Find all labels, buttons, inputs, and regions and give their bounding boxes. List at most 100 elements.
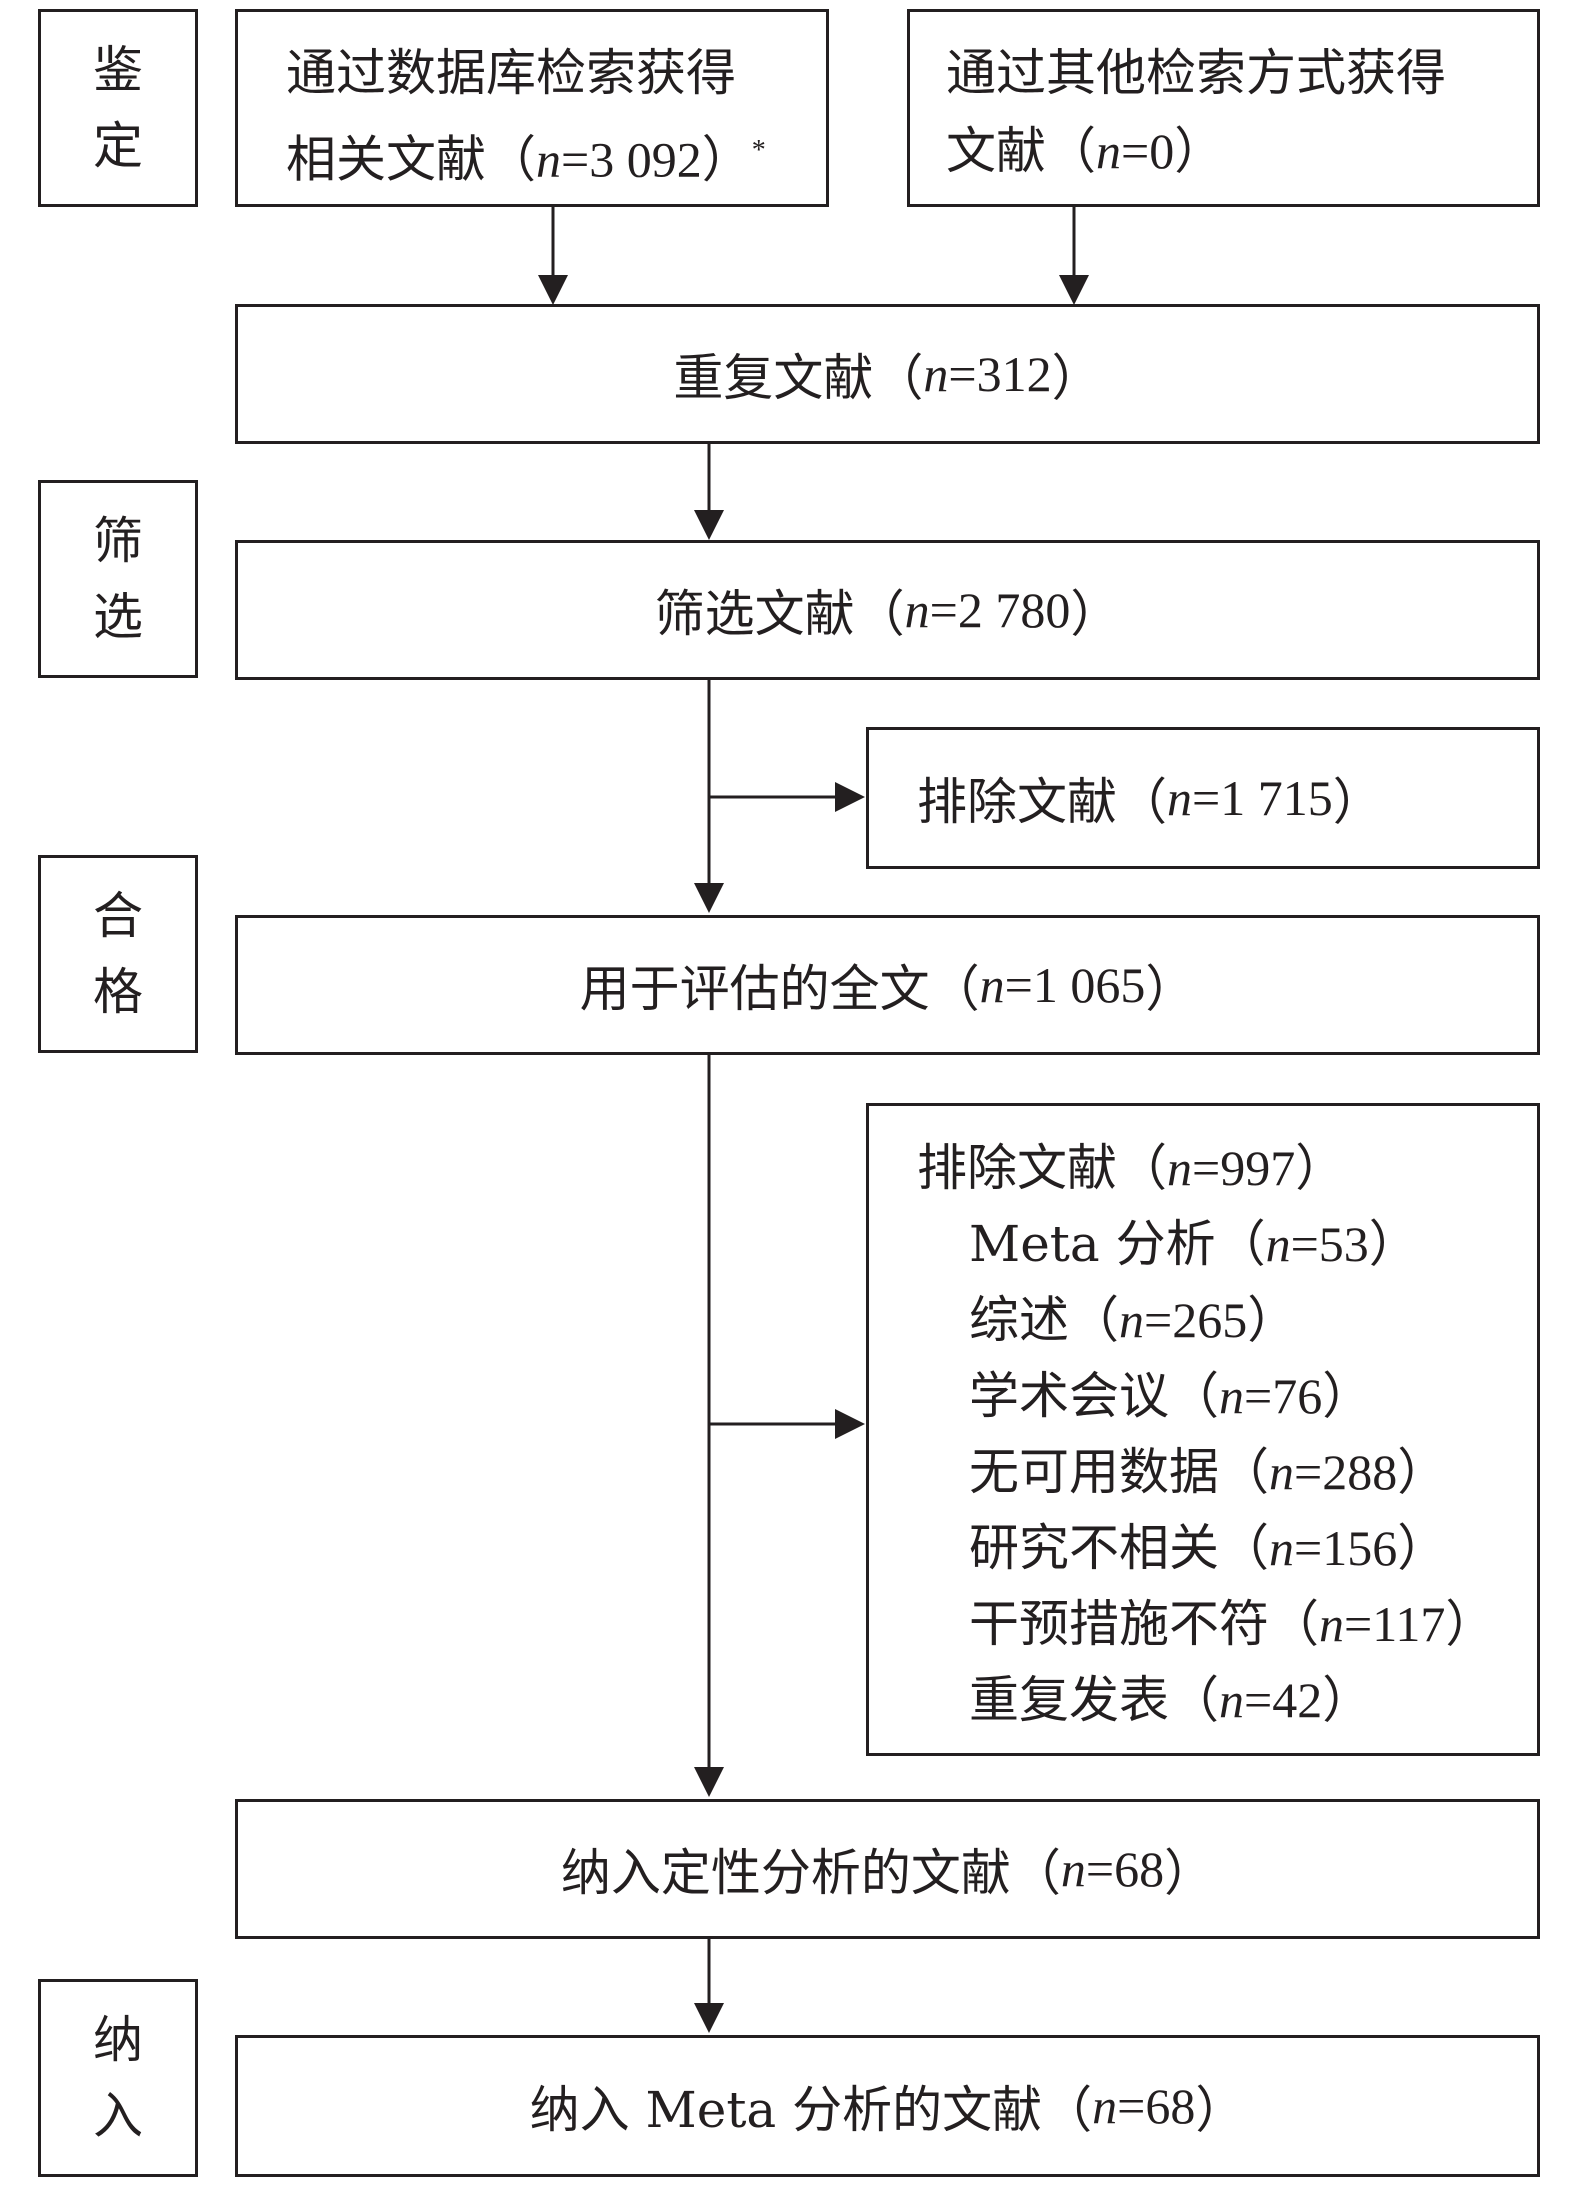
qualitative-count: =68 — [1085, 1841, 1165, 1897]
reason-count: =53 — [1290, 1216, 1369, 1272]
close-paren: ） — [1322, 1367, 1373, 1425]
n-label: n — [1219, 1368, 1244, 1424]
n-label: n — [1269, 1520, 1294, 1576]
excluded-fulltext-box: 排除文献（n=997） Meta 分析（n=53） 综述（n=265） 学术会议… — [866, 1103, 1540, 1756]
other-search-line1: 通过其他检索方式获得 — [946, 44, 1446, 102]
stage-included-char-2: 入 — [93, 2087, 143, 2145]
n-label: n — [1167, 1140, 1192, 1196]
reason-count: =42 — [1244, 1672, 1323, 1728]
close-paren: ） — [1195, 2081, 1246, 2139]
n-label: n — [1167, 770, 1192, 826]
close-paren: ） — [1295, 1139, 1346, 1197]
close-paren: ） — [1070, 585, 1121, 643]
other-search-line2: 文献（n=0） — [946, 112, 1537, 190]
close-paren: ） — [1174, 122, 1225, 180]
qualitative-label: 纳入定性分析的文献（ — [560, 1844, 1061, 1902]
fulltext-box: 用于评估的全文（n=1 065） — [235, 915, 1540, 1055]
footnote-mark: * — [751, 135, 766, 166]
reason-label: 无可用数据（ — [969, 1443, 1269, 1501]
screened-count: =2 780 — [929, 582, 1071, 638]
reason-label: 研究不相关（ — [969, 1519, 1269, 1577]
exclusion-reason-intervention: 干预措施不符（n=117） — [969, 1584, 1495, 1656]
n-label: n — [1096, 123, 1121, 179]
reason-count: =288 — [1294, 1444, 1398, 1500]
excluded-fulltext-content: 排除文献（n=997） Meta 分析（n=53） 综述（n=265） 学术会议… — [869, 1106, 1537, 1753]
database-search-count: =3 092 — [561, 131, 702, 188]
meta-analysis-label: 纳入 Meta 分析的文献（ — [529, 2081, 1093, 2139]
reason-count: =76 — [1244, 1368, 1323, 1424]
database-search-box: 通过数据库检索获得 相关文献（n=3 092）* — [235, 9, 829, 207]
reason-label: Meta 分析（ — [969, 1215, 1266, 1273]
close-paren: ） — [701, 130, 752, 189]
stage-screening-char-2: 选 — [93, 588, 143, 646]
meta-analysis-count: =68 — [1117, 2078, 1196, 2134]
n-label: n — [536, 131, 561, 188]
database-search-line1: 通过数据库检索获得 — [286, 44, 736, 102]
n-label: n — [1119, 1292, 1144, 1348]
excluded-records-label: 排除文献（ — [917, 773, 1167, 831]
exclusion-reason-irrelevant: 研究不相关（n=156） — [969, 1508, 1447, 1580]
excluded-records-box: 排除文献（n=1 715） — [866, 727, 1540, 869]
n-label: n — [923, 346, 949, 402]
database-search-prefix: 相关文献（ — [286, 130, 536, 189]
close-paren: ） — [1445, 1595, 1496, 1653]
stage-included: 纳 入 — [38, 1979, 198, 2177]
close-paren: ） — [1332, 773, 1383, 831]
screened-label: 筛选文献（ — [654, 585, 905, 643]
stage-identification-char-1: 鉴 — [93, 41, 143, 99]
excluded-fulltext-title: 排除文献（n=997） — [917, 1128, 1345, 1200]
reason-count: =156 — [1294, 1520, 1398, 1576]
stage-eligibility: 合 格 — [38, 855, 198, 1053]
n-label: n — [1269, 1444, 1294, 1500]
n-label: n — [1265, 1216, 1291, 1272]
reason-label: 学术会议（ — [969, 1367, 1219, 1425]
close-paren: ） — [1051, 349, 1102, 407]
other-search-prefix: 文献（ — [946, 122, 1096, 180]
reason-label: 干预措施不符（ — [969, 1595, 1319, 1653]
n-label: n — [979, 957, 1005, 1013]
stage-screening: 筛 选 — [38, 480, 198, 678]
reason-label: 重复发表（ — [969, 1671, 1219, 1729]
other-search-count: =0 — [1121, 123, 1175, 179]
stage-screening-char-1: 筛 — [93, 512, 143, 570]
close-paren: ） — [1164, 1844, 1215, 1902]
duplicates-box: 重复文献（n=312） — [235, 304, 1540, 444]
n-label: n — [1092, 2078, 1118, 2134]
duplicates-count: =312 — [948, 346, 1052, 402]
reason-count: =265 — [1144, 1292, 1248, 1348]
close-paren: ） — [1397, 1519, 1448, 1577]
meta-analysis-box: 纳入 Meta 分析的文献（n=68） — [235, 2035, 1540, 2177]
close-paren: ） — [1397, 1443, 1448, 1501]
close-paren: ） — [1368, 1215, 1419, 1273]
exclusion-reason-duplicate-publication: 重复发表（n=42） — [969, 1660, 1372, 1732]
close-paren: ） — [1247, 1291, 1298, 1349]
n-label: n — [1060, 1841, 1086, 1897]
stage-identification: 鉴 定 — [38, 9, 198, 207]
n-label: n — [1219, 1672, 1244, 1728]
stage-eligibility-char-2: 格 — [93, 963, 143, 1021]
exclusion-reason-meta-analysis: Meta 分析（n=53） — [969, 1204, 1419, 1276]
exclusion-reason-no-data: 无可用数据（n=288） — [969, 1432, 1447, 1504]
exclusion-reason-conference: 学术会议（n=76） — [969, 1356, 1372, 1428]
qualitative-analysis-box: 纳入定性分析的文献（n=68） — [235, 1799, 1540, 1939]
reason-label: 综述（ — [969, 1291, 1119, 1349]
other-search-box: 通过其他检索方式获得 文献（n=0） — [907, 9, 1540, 207]
stage-included-char-1: 纳 — [93, 2011, 143, 2069]
stage-identification-char-2: 定 — [93, 117, 143, 175]
excluded-fulltext-count: =997 — [1192, 1140, 1296, 1196]
exclusion-reason-review: 综述（n=265） — [969, 1280, 1297, 1352]
n-label: n — [904, 582, 930, 638]
close-paren: ） — [1322, 1671, 1373, 1729]
fulltext-count: =1 065 — [1004, 957, 1146, 1013]
n-label: n — [1319, 1596, 1344, 1652]
database-search-line2: 相关文献（n=3 092）* — [286, 112, 826, 199]
excluded-fulltext-label: 排除文献（ — [917, 1139, 1167, 1197]
screened-box: 筛选文献（n=2 780） — [235, 540, 1540, 680]
fulltext-label: 用于评估的全文（ — [579, 960, 980, 1018]
close-paren: ） — [1145, 960, 1196, 1018]
stage-eligibility-char-1: 合 — [93, 887, 143, 945]
reason-count: =117 — [1344, 1596, 1446, 1652]
excluded-records-count: =1 715 — [1192, 770, 1333, 826]
duplicates-label: 重复文献（ — [673, 349, 924, 407]
